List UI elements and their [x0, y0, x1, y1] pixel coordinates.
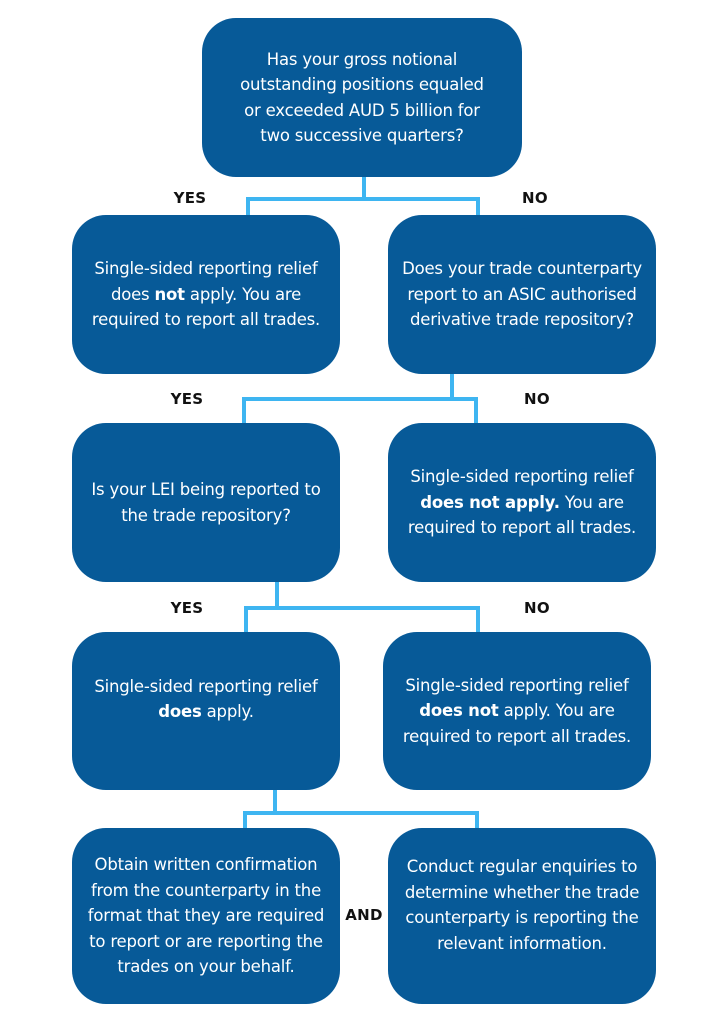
connector-q3-stem [275, 582, 279, 610]
connector-q1-no-drop [476, 197, 480, 215]
text-segment: Does your trade counterparty report to a… [402, 259, 642, 330]
connector-q3-branch [244, 606, 480, 610]
connector-q2-yes-drop [242, 397, 246, 423]
outcome-relief-applies: Single-sided reporting relief does apply… [72, 632, 340, 790]
question-counterparty-reports-to-repository: Does your trade counterparty report to a… [388, 215, 656, 374]
emphasis-text: does not [419, 701, 499, 721]
connector-q2-branch [242, 397, 478, 401]
box-text: Is your LEI being reported to the trade … [86, 477, 326, 528]
text-segment: Single-sided reporting relief [410, 467, 634, 487]
text-segment: You are required to report all trades. [407, 492, 637, 538]
connector-action2-drop [475, 811, 479, 828]
outcome-relief-not-apply-no-repository: Single-sided reporting relief does not a… [388, 423, 656, 582]
text-segment: Single-sided reporting relief [94, 676, 318, 696]
label-q3-no: NO [524, 599, 550, 617]
outcome-relief-not-apply-lei: Single-sided reporting relief does not a… [383, 632, 651, 790]
label-q2-yes: YES [170, 390, 204, 408]
text-segment: Single-sided reporting relief [405, 675, 629, 695]
action-conduct-regular-enquiries: Conduct regular enquiries to determine w… [388, 828, 656, 1004]
connector-q1-stem [362, 177, 366, 201]
text-segment: Conduct regular enquiries to determine w… [404, 857, 640, 953]
box-text: Obtain written confirmation from the cou… [80, 852, 332, 980]
connector-actions-branch [243, 811, 479, 815]
text-segment: Single-sided reporting relief does [94, 259, 318, 304]
connector-q1-yes-drop [246, 197, 250, 215]
question-aud-threshold: Has your gross notional outstanding posi… [202, 18, 522, 177]
text-segment: apply. [201, 702, 254, 721]
box-text: Single-sided reporting relief does not a… [86, 256, 326, 333]
box-text: Conduct regular enquiries to determine w… [396, 854, 648, 956]
text-segment: Is your LEI being reported to the trade … [91, 480, 321, 525]
outcome-relief-not-apply-threshold: Single-sided reporting relief does not a… [72, 215, 340, 374]
emphasis-text: does not apply. [420, 492, 560, 512]
emphasis-text: does [158, 702, 202, 721]
text-segment: Has your gross notional outstanding posi… [240, 49, 484, 146]
label-and: AND [345, 906, 383, 924]
box-text: Single-sided reporting relief does not a… [397, 673, 637, 750]
action-obtain-written-confirmation: Obtain written confirmation from the cou… [72, 828, 340, 1004]
label-q3-yes: YES [170, 599, 204, 617]
box-text: Single-sided reporting relief does not a… [402, 464, 642, 541]
label-q1-no: NO [522, 189, 548, 207]
connector-q1-branch [246, 197, 480, 201]
text-segment: apply. You are required to report all tr… [91, 284, 321, 330]
emphasis-text: not [154, 284, 186, 304]
text-segment: apply. You are required to report all tr… [402, 701, 632, 746]
text-segment: Obtain written confirmation from the cou… [87, 855, 325, 977]
connector-q3-yes-drop [244, 606, 248, 632]
connector-q2-stem [450, 374, 454, 401]
connector-actions-stem [273, 790, 277, 815]
connector-q3-no-drop [476, 606, 480, 632]
question-lei-reported: Is your LEI being reported to the trade … [72, 423, 340, 582]
connector-q2-no-drop [474, 397, 478, 423]
box-text: Does your trade counterparty report to a… [402, 256, 642, 333]
label-q2-no: NO [524, 390, 550, 408]
connector-action1-drop [243, 811, 247, 828]
label-q1-yes: YES [173, 189, 207, 207]
box-text: Has your gross notional outstanding posi… [230, 47, 494, 149]
box-text: Single-sided reporting relief does apply… [86, 674, 326, 725]
